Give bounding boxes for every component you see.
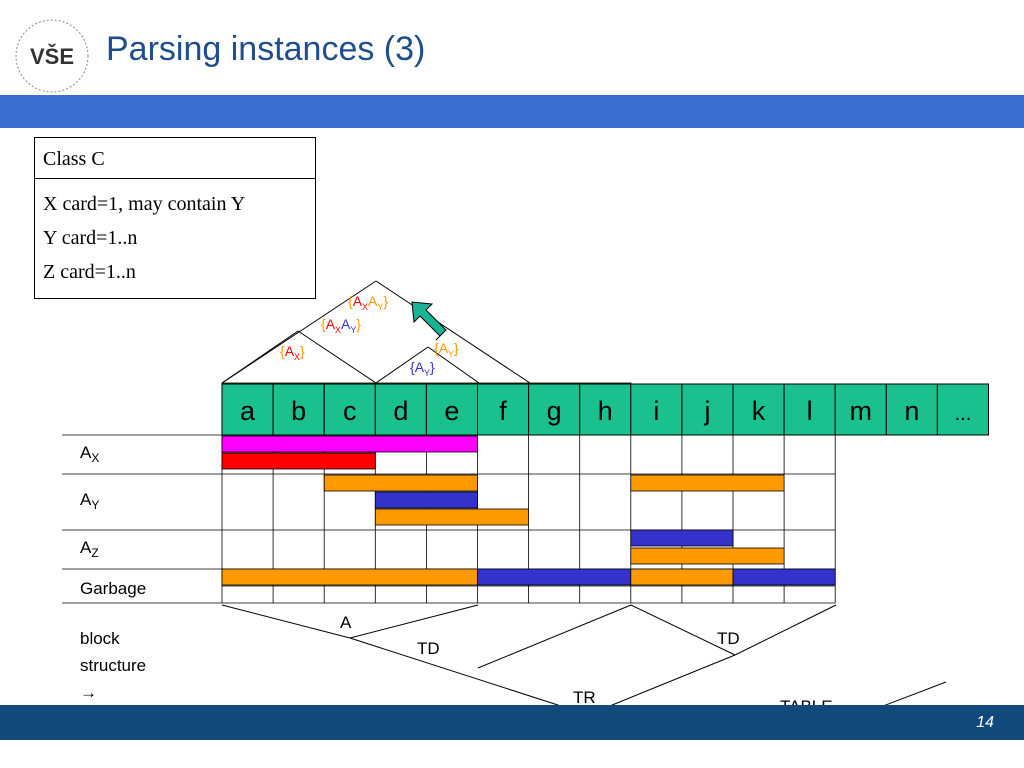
class-definition-box: Class C X card=1, may contain Y Y card=1…	[34, 137, 316, 299]
token-label: l	[807, 396, 813, 426]
token-label: e	[444, 396, 459, 426]
node-a: A	[340, 613, 352, 632]
token-cell	[681, 383, 734, 436]
instance-bar	[323, 474, 478, 492]
instance-bar	[374, 508, 529, 526]
token-label: k	[752, 396, 766, 426]
token-label: ...	[955, 403, 972, 425]
token-row: a b c d e f g h i j k l m n...	[221, 383, 990, 436]
parse-label-left: {AX}	[280, 343, 305, 362]
instance-bar	[221, 568, 478, 586]
token-cell	[425, 383, 478, 436]
class-box-header: Class C	[35, 138, 315, 179]
node-tr: TR	[573, 688, 596, 707]
token-cell	[221, 383, 274, 436]
row-label-ax: AX	[80, 443, 100, 465]
token-cell	[323, 383, 376, 436]
token-cell	[528, 383, 581, 436]
token-cell	[834, 383, 887, 436]
page-number: 14	[976, 714, 994, 731]
token-label: c	[343, 396, 357, 426]
slide-title: Parsing instances (3)	[106, 30, 426, 68]
parse-label-second: {AXAY}	[321, 316, 361, 335]
token-cell	[732, 383, 785, 436]
token-label: a	[240, 396, 256, 426]
up-arrow-icon	[411, 301, 447, 341]
parse-label-right: {AY}	[434, 340, 459, 359]
instance-bar	[630, 568, 734, 586]
class-line-y: Y card=1..n	[43, 227, 138, 249]
row-label-garbage: Garbage	[80, 579, 147, 598]
token-label: b	[291, 396, 306, 426]
instance-bar	[630, 547, 785, 565]
arrow-right-icon: →	[80, 683, 97, 702]
class-line-x: X card=1, may contain Y	[43, 193, 246, 215]
token-label: n	[904, 396, 919, 426]
instance-bar	[221, 452, 376, 470]
row-label-ay: AY	[80, 490, 100, 512]
instance-bar	[630, 474, 785, 492]
instance-bar	[732, 568, 836, 586]
class-line-z: Z card=1..n	[43, 261, 136, 283]
instance-bar	[374, 491, 478, 509]
row-label-az: AZ	[80, 538, 99, 560]
parse-label-inner: {AY}	[410, 359, 435, 378]
instance-bar	[630, 529, 734, 547]
token-label: h	[598, 396, 613, 426]
instance-bars	[221, 435, 836, 586]
token-label: g	[547, 396, 562, 426]
token-label: m	[850, 396, 873, 426]
header-bar	[0, 95, 1024, 128]
token-cell	[783, 383, 836, 436]
block-structure-label: block structure →	[80, 625, 146, 706]
node-td-1: TD	[417, 639, 440, 658]
token-label: j	[703, 396, 710, 426]
university-logo: VŠE	[15, 19, 89, 93]
token-cell	[885, 383, 938, 436]
instance-bar	[221, 435, 478, 453]
instance-bar	[477, 568, 632, 586]
token-cell	[936, 383, 990, 436]
token-label: d	[393, 396, 408, 426]
token-label: f	[499, 396, 507, 426]
token-label: i	[653, 396, 659, 426]
parse-tree-lines	[221, 280, 531, 384]
parse-label-top: {AXAY}	[348, 293, 388, 312]
token-cell	[630, 383, 683, 436]
logo-text: VŠE	[30, 44, 74, 69]
node-td-2: TD	[717, 629, 740, 648]
footer-bar	[0, 705, 1024, 740]
